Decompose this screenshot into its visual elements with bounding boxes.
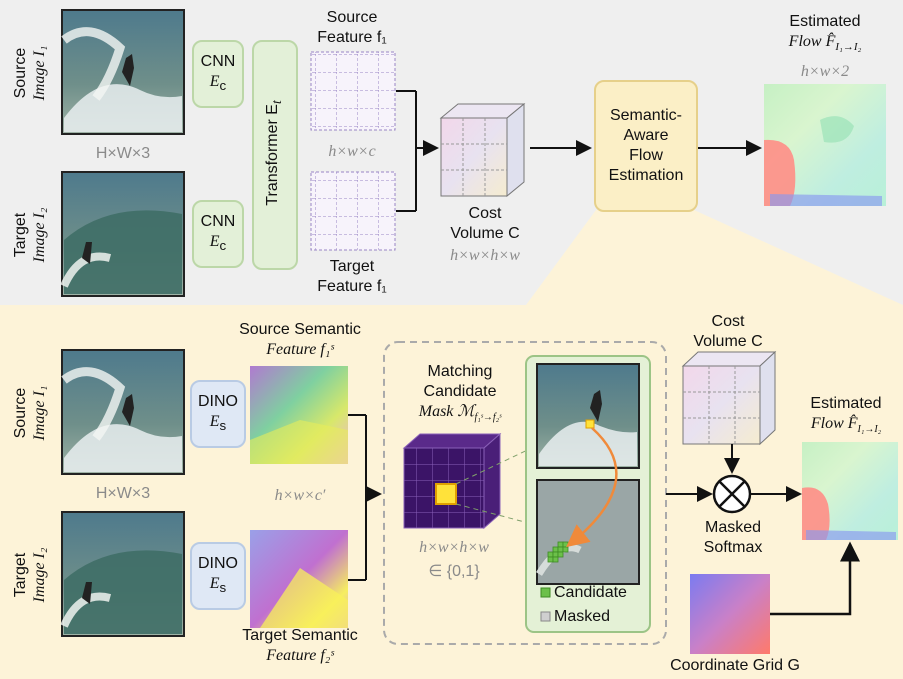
correspondence-arrow <box>566 427 618 548</box>
semantic-dim: h×w×c′ <box>274 487 326 504</box>
transformer-encoder <box>252 40 298 270</box>
feature-dim: h×w×c <box>328 143 376 160</box>
top-cost-volume-dim: h×w×h×w <box>450 247 520 264</box>
top-estimated-flow-label: Estimated Flow F̂I₁→I₂ <box>788 13 862 54</box>
legend-candidate-label: Candidate <box>554 584 627 601</box>
mask-domain: ∈ {0,1} <box>428 563 480 580</box>
coordinate-grid <box>690 574 770 654</box>
top-flow-dim: h×w×2 <box>800 63 850 80</box>
mask-highlight-cell <box>435 483 457 505</box>
source-feature-grid <box>310 51 396 131</box>
top-cnn-encoder-2: CNN Ec <box>192 200 244 268</box>
bottom-image-dim: H×W×3 <box>95 485 151 502</box>
legend-candidate-swatch <box>540 587 551 598</box>
mask-dim: h×w×h×w <box>419 539 489 556</box>
bottom-cost-volume-cube <box>681 350 777 446</box>
matching-candidate-mask-label: Matching Candidate Mask ℳf₁ˢ→f₂ˢ <box>418 363 502 424</box>
coordinate-grid-label: Coordinate Grid G <box>670 657 800 674</box>
bottom-estimated-flow-label: Estimated Flow F̂I₁→I₂ <box>810 395 882 436</box>
dino-encoder-1: DINO Es <box>190 380 246 448</box>
matching-candidate-mask-cube <box>402 432 502 530</box>
target-feature-grid <box>310 171 396 251</box>
top-cost-volume-cube <box>439 102 526 198</box>
semantic-aware-flow-estimation: Semantic- Aware Flow Estimation <box>594 80 698 212</box>
top-image-dim: H×W×3 <box>95 145 151 162</box>
transformer-label: Transformer Et <box>264 100 285 206</box>
dino-encoder-2: DINO Es <box>190 542 246 610</box>
panel-target-image-masked <box>536 479 640 585</box>
top-cnn-encoder-1: CNN Ec <box>192 40 244 108</box>
legend-masked-label: Masked <box>554 608 611 625</box>
legend-masked-swatch <box>540 611 551 622</box>
